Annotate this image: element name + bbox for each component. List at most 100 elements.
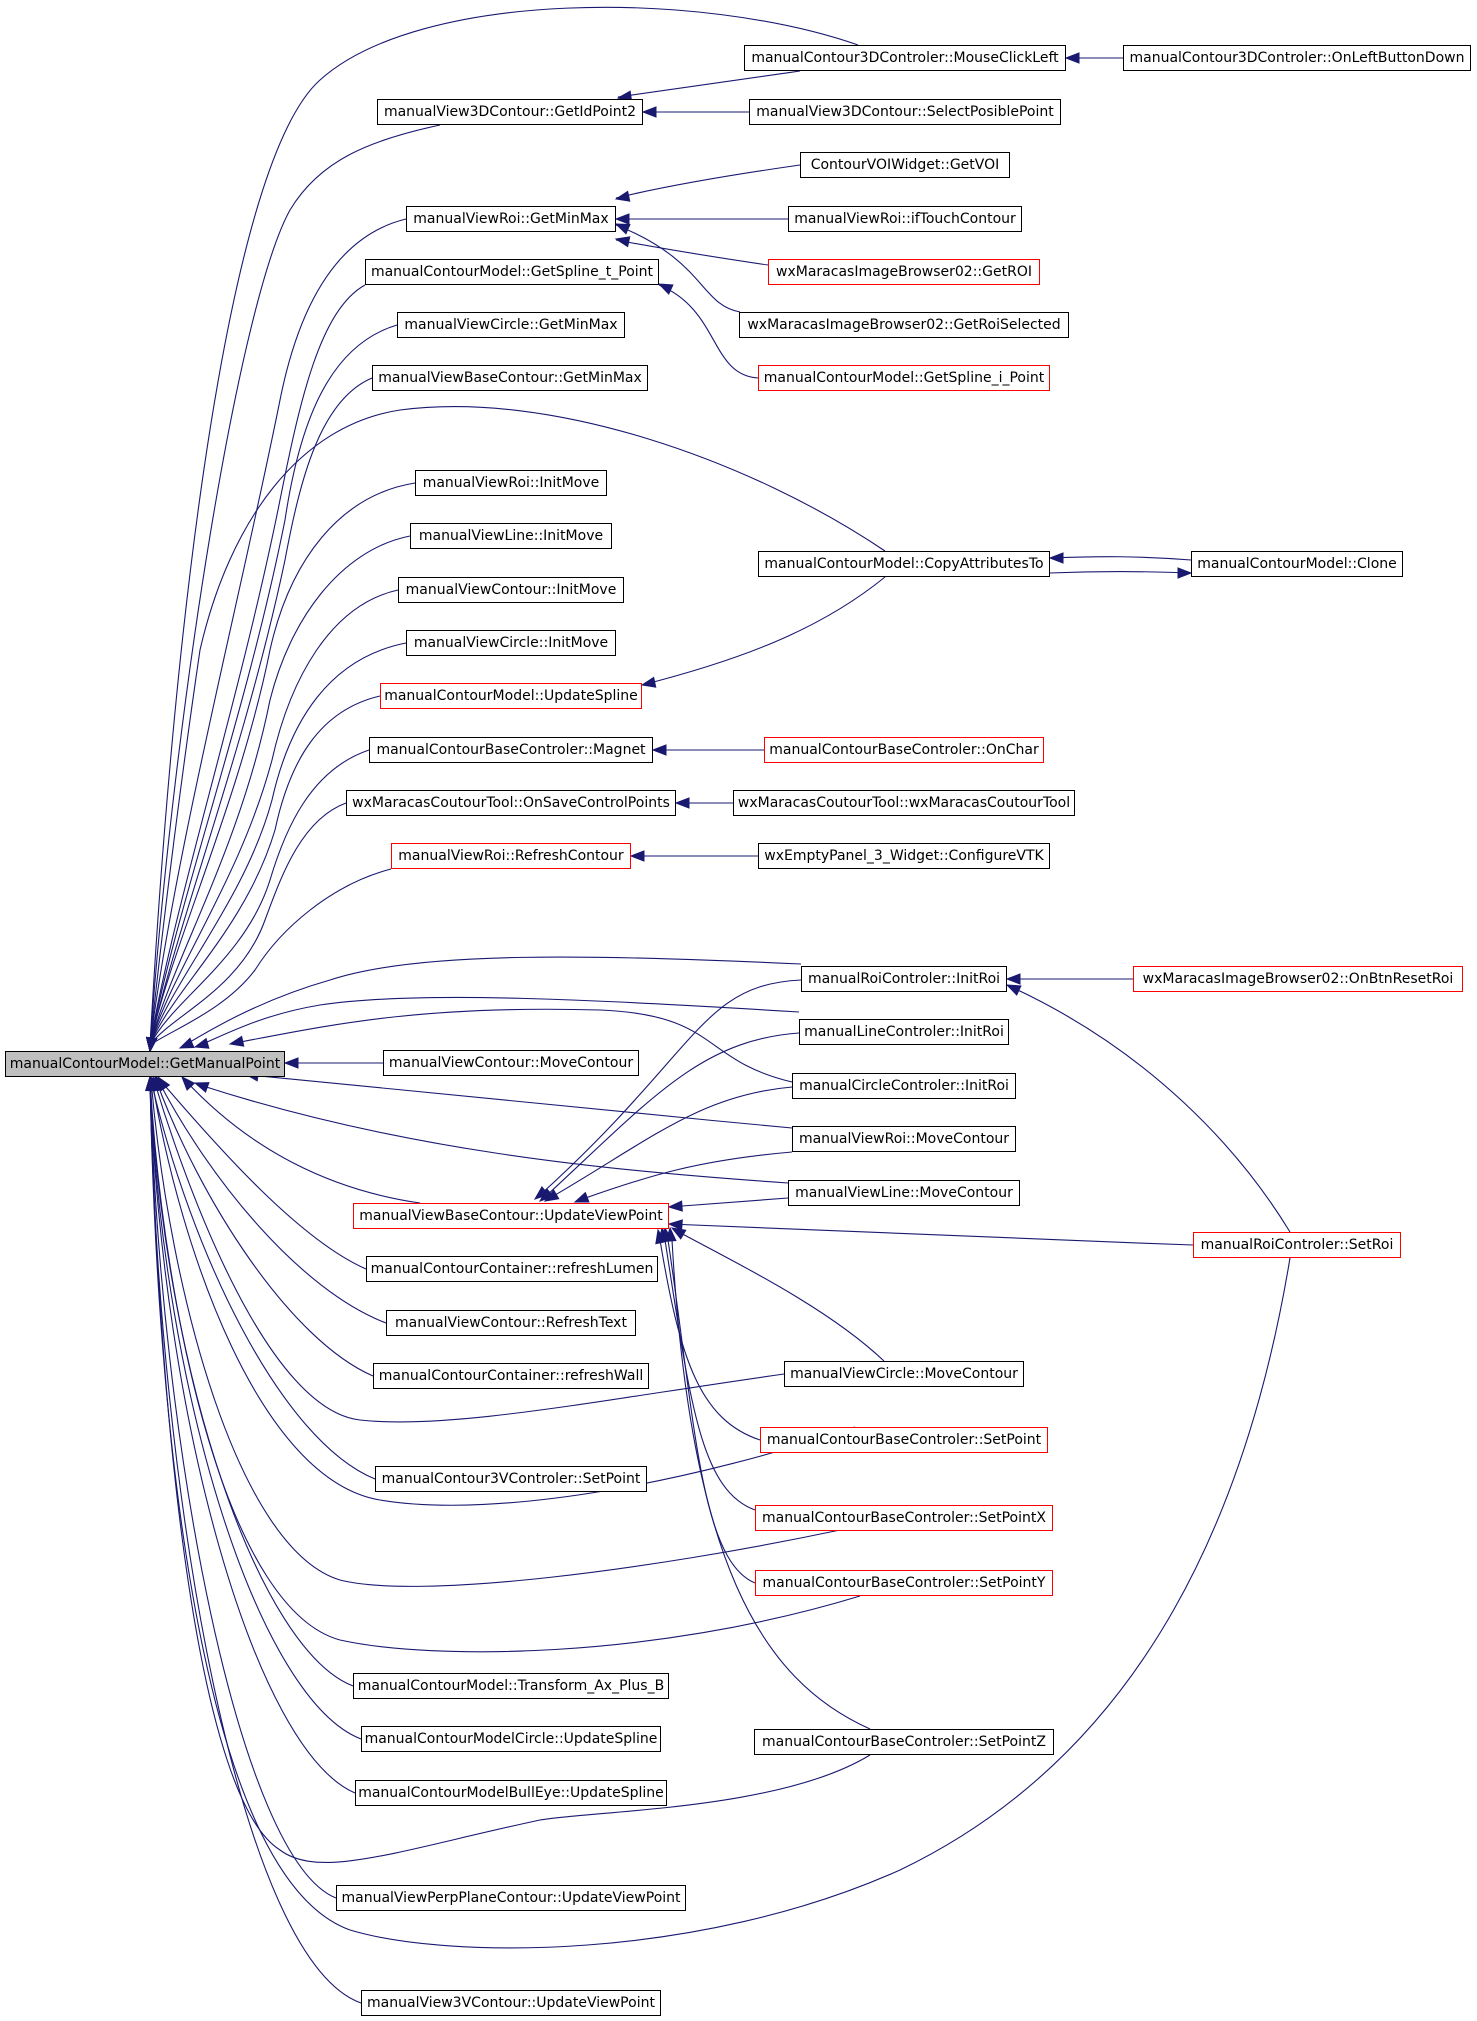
edge-perp-root (145, 1075, 337, 1899)
node-roic-setroi[interactable]: manualRoiControler::SetRoi (1193, 1232, 1401, 1258)
node-cm-getspline-i-point[interactable]: manualContourModel::GetSpline_i_Point (758, 365, 1050, 391)
edge-onsave-root-line (149, 802, 347, 1046)
edge-select-getid (641, 106, 749, 118)
node-cm-getspline-t-point[interactable]: manualContourModel::GetSpline_t_Point (365, 259, 659, 285)
node-cbc-setpointy[interactable]: manualContourBaseControler::SetPointY (755, 1570, 1053, 1596)
node-mv3d-getidpoint2[interactable]: manualView3DContour::GetIdPoint2 (377, 99, 643, 125)
edge-refreshtext-root-line (157, 1079, 387, 1324)
node-circ-getminmax[interactable]: manualViewCircle::GetMinMax (397, 312, 625, 338)
node-roi-movecontour[interactable]: manualViewRoi::MoveContour (792, 1126, 1016, 1152)
node-perp-updateviewpoint[interactable]: manualViewPerpPlaneContour::UpdateViewPo… (336, 1885, 686, 1911)
edge-mouse-getid (616, 70, 801, 102)
edge-transform-root-line (149, 1079, 354, 1687)
edge-circcinit-basevp-line (549, 1086, 793, 1199)
edge-setroi-roicinit (1005, 984, 1291, 1233)
edge-setpoint-basevp-line (659, 1239, 761, 1441)
node-c3v-setpoint[interactable]: manualContour3VControler::SetPoint (375, 1466, 647, 1492)
node-roi-initmove[interactable]: manualViewRoi::InitMove (415, 470, 607, 496)
edge-perp-root-line (149, 1079, 337, 1899)
node-cmbull-updatespline[interactable]: manualContourModelBullEye::UpdateSpline (355, 1780, 667, 1806)
edge-splinei-splinet-arrowhead (657, 283, 674, 295)
node-voi-getvoi[interactable]: ContourVOIWidget::GetVOI (800, 152, 1010, 178)
edge-linecinit-root-arrowhead (193, 1037, 210, 1049)
edge-clone-copy-arrowhead (1048, 552, 1064, 564)
node-ccont-refreshlumen[interactable]: manualContourContainer::refreshLumen (366, 1256, 658, 1282)
node-circ-movecontour[interactable]: manualViewCircle::MoveContour (784, 1361, 1024, 1387)
node-mv3d-selectposiblepoint[interactable]: manualView3DContour::SelectPosiblePoint (749, 99, 1061, 125)
node-cm-transform-ax-plus-b[interactable]: manualContourModel::Transform_Ax_Plus_B (353, 1673, 669, 1699)
node-roi-getminmax[interactable]: manualViewRoi::GetMinMax (406, 206, 616, 232)
edge-updspline-root (145, 695, 381, 1053)
node-cbc-setpointz[interactable]: manualContourBaseControler::SetPointZ (754, 1729, 1054, 1755)
edge-circmm-root-line (149, 324, 398, 1046)
edge-copy-updspline-arrowhead (640, 676, 657, 688)
edge-onchar-magnet-arrowhead (651, 744, 667, 756)
node-cbc-setpoint[interactable]: manualContourBaseControler::SetPoint (760, 1427, 1048, 1453)
node-ccont-refreshwall[interactable]: manualContourContainer::refreshWall (373, 1363, 649, 1389)
edge-roimove-root (243, 1070, 793, 1129)
node-cont-initmove[interactable]: manualViewContour::InitMove (398, 577, 624, 603)
node-roic-initroi[interactable]: manualRoiControler::InitRoi (801, 966, 1007, 992)
node-linec-initroi[interactable]: manualLineControler::InitRoi (799, 1019, 1009, 1045)
node-mc3d-onleftbuttondown[interactable]: manualContour3DControler::OnLeftButtonDo… (1123, 45, 1471, 71)
node-circ-initmove[interactable]: manualViewCircle::InitMove (406, 630, 616, 656)
node-roi-iftouchcontour[interactable]: manualViewRoi::ifTouchContour (788, 206, 1022, 232)
edge-getid-root-line (149, 124, 441, 1046)
edge-setroi-basevp-arrowhead (667, 1219, 683, 1231)
edge-linemove-basevp (667, 1197, 789, 1212)
node-wxep-configurevtk[interactable]: wxEmptyPanel_3_Widget::ConfigureVTK (758, 843, 1050, 869)
node-wxm-getroiselected[interactable]: wxMaracasImageBrowser02::GetRoiSelected (739, 312, 1069, 338)
edge-copy-clone-line (1049, 570, 1192, 574)
node-cbc-setpointx[interactable]: manualContourBaseControler::SetPointX (755, 1505, 1053, 1531)
edge-roimove-basevp-arrowhead (573, 1191, 590, 1203)
edge-roimove-basevp (573, 1151, 793, 1203)
edge-refreshwall-root (154, 1075, 374, 1377)
edge-iftouch-roimm (614, 213, 788, 225)
edge-circmove-basevp (670, 1227, 885, 1362)
node-roi-refreshcontour[interactable]: manualViewRoi::RefreshContour (391, 843, 631, 869)
node-circc-initroi[interactable]: manualCircleControler::InitRoi (792, 1073, 1016, 1099)
edge-copy-updspline (640, 576, 886, 688)
edge-lineinit-root-line (149, 535, 411, 1046)
edge-linemove-root (193, 1082, 789, 1184)
edge-voi-roimm (614, 164, 801, 202)
edge-copy-clone-arrowhead (1177, 567, 1193, 579)
node-wxm-onbtnresetroi[interactable]: wxMaracasImageBrowser02::OnBtnResetRoi (1133, 966, 1463, 992)
edge-setpoint-root-line (151, 1079, 856, 1506)
node-cont-movecontour[interactable]: manualViewContour::MoveContour (383, 1050, 639, 1076)
node-line-movecontour[interactable]: manualViewLine::MoveContour (788, 1180, 1020, 1206)
node-cbc-magnet[interactable]: manualContourBaseControler::Magnet (369, 737, 653, 763)
node-cm-copyattributesto[interactable]: manualContourModel::CopyAttributesTo (758, 551, 1050, 577)
edge-v3v-root-arrowhead (145, 1075, 157, 1091)
node-cmcirc-updatespline[interactable]: manualContourModelCircle::UpdateSpline (361, 1726, 661, 1752)
edge-setpoint-root (148, 1075, 856, 1506)
edge-contmove-root-arrowhead (283, 1057, 299, 1069)
node-line-initmove[interactable]: manualViewLine::InitMove (410, 523, 612, 549)
edge-voi-roimm-line (615, 164, 801, 199)
node-base-updateviewpoint[interactable]: manualViewBaseContour::UpdateViewPoint (353, 1203, 669, 1229)
node-cont-refreshtext[interactable]: manualViewContour::RefreshText (386, 1310, 636, 1336)
edge-getroisel-roimm-line (615, 224, 741, 313)
edge-linemove-basevp-line (668, 1197, 789, 1208)
node-v3v-updateviewpoint[interactable]: manualView3VContour::UpdateViewPoint (361, 1990, 661, 2016)
node-cbc-onchar[interactable]: manualContourBaseControler::OnChar (764, 737, 1044, 763)
edge-ctor-onsave-arrowhead (674, 797, 690, 809)
edge-reset-roicinit (1005, 973, 1133, 985)
edge-setpointy-basevp (661, 1226, 756, 1584)
edge-circmove-basevp-arrowhead (670, 1227, 687, 1240)
edge-iftouch-roimm-arrowhead (614, 213, 630, 225)
node-wxm-getroi[interactable]: wxMaracasImageBrowser02::GetROI (768, 259, 1040, 285)
edge-cmcirc-root-line (149, 1079, 362, 1740)
edge-setroi-root (145, 1075, 1291, 1949)
node-base-getminmax[interactable]: manualViewBaseContour::GetMinMax (372, 365, 648, 391)
edge-getroi-roimm (614, 236, 769, 266)
node-mc3d-mouseclickleft[interactable]: manualContour3DControler::MouseClickLeft (744, 45, 1066, 71)
node-root[interactable]: manualContourModel::GetManualPoint (5, 1051, 285, 1077)
node-cm-clone[interactable]: manualContourModel::Clone (1191, 551, 1403, 577)
node-wxct-constructor[interactable]: wxMaracasCoutourTool::wxMaracasCoutourTo… (733, 790, 1075, 816)
node-cm-updatespline[interactable]: manualContourModel::UpdateSpline (380, 683, 642, 709)
node-wxct-onsavecontrolpoints[interactable]: wxMaracasCoutourTool::OnSaveControlPoint… (346, 790, 676, 816)
edge-reset-roicinit-arrowhead (1005, 973, 1021, 985)
edge-roirefresh-root (145, 868, 392, 1053)
